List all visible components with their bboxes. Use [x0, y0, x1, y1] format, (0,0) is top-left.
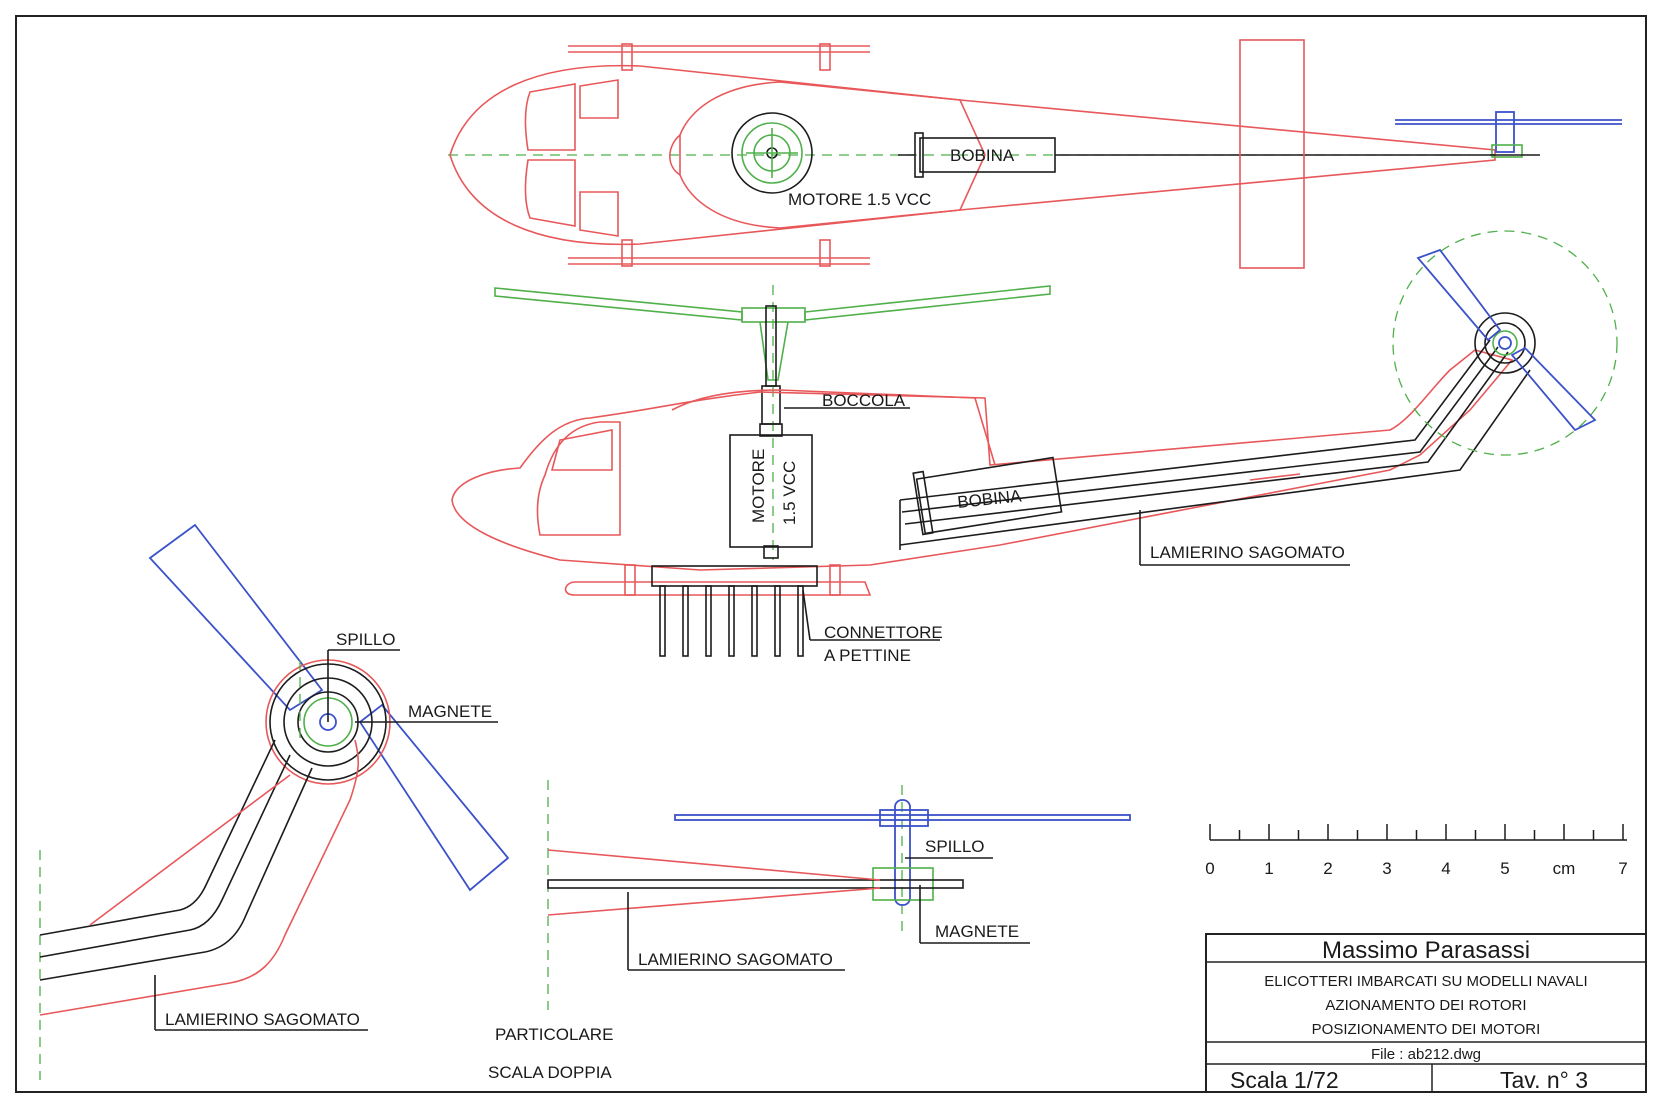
- leader-lines: [154, 407, 1350, 1031]
- label-spillo-mid: SPILLO: [925, 837, 985, 856]
- title-line-3: POSIZIONAMENTO DEI MOTORI: [1312, 1021, 1541, 1038]
- label-magnete-left: MAGNETE: [408, 702, 492, 721]
- scale-tick-label: 2: [1323, 859, 1332, 878]
- scale-tick-labels: 0 1 2 3 4 5 cm 7: [1205, 859, 1627, 878]
- side-view: [451, 230, 1618, 657]
- label-lamierino-side: LAMIERINO SAGOMATO: [1150, 543, 1345, 562]
- scale-tick-label: 3: [1382, 859, 1391, 878]
- title-sheet-number: Tav. n° 3: [1500, 1067, 1588, 1093]
- label-lamierino-left: LAMIERINO SAGOMATO: [165, 1010, 360, 1029]
- title-line-2: AZIONAMENTO DEI ROTORI: [1325, 997, 1526, 1014]
- title-author: Massimo Parasassi: [1322, 937, 1530, 964]
- label-scala-doppia: SCALA DOPPIA: [488, 1063, 612, 1082]
- label-motore-vertical-1: MOTORE: [749, 449, 768, 523]
- scale-tick-label: 1: [1264, 859, 1273, 878]
- title-line-1: ELICOTTERI IMBARCATI SU MODELLI NAVALI: [1264, 973, 1587, 990]
- detail-left: [39, 523, 510, 1080]
- label-bobina-top: BOBINA: [950, 146, 1015, 165]
- top-view: [448, 39, 1622, 269]
- label-boccola: BOCCOLA: [822, 391, 906, 410]
- scale-tick-label: 7: [1618, 859, 1627, 878]
- scale-ticks: [1209, 824, 1624, 840]
- scale-tick-label: 0: [1205, 859, 1214, 878]
- scale-bar: 0 1 2 3 4 5 cm 7: [1205, 824, 1628, 878]
- label-motore-vertical-2: 1.5 VCC: [780, 461, 799, 525]
- label-magnete-mid: MAGNETE: [935, 922, 1019, 941]
- label-spillo-left: SPILLO: [336, 630, 396, 649]
- labels: BOBINA MOTORE 1.5 VCC BOCCOLA MOTORE 1.5…: [165, 146, 1345, 1082]
- scale-tick-label: cm: [1553, 859, 1576, 878]
- label-connettore-2: A PETTINE: [824, 646, 911, 665]
- label-connettore-1: CONNETTORE: [824, 623, 943, 642]
- label-bobina-side: BOBINA: [956, 486, 1023, 512]
- title-block: Massimo Parasassi ELICOTTERI IMBARCATI S…: [1205, 933, 1647, 1093]
- title-scale: Scala 1/72: [1230, 1067, 1339, 1093]
- label-motore-top: MOTORE 1.5 VCC: [788, 190, 931, 209]
- label-particolare: PARTICOLARE: [495, 1025, 613, 1044]
- comb-pins: [659, 585, 804, 657]
- detail-mid: [547, 780, 1131, 1010]
- label-lamierino-mid: LAMIERINO SAGOMATO: [638, 950, 833, 969]
- title-file: File : ab212.dwg: [1371, 1046, 1481, 1063]
- scale-tick-label: 4: [1441, 859, 1450, 878]
- scale-tick-label: 5: [1500, 859, 1509, 878]
- drawing-frame: [15, 15, 1647, 1093]
